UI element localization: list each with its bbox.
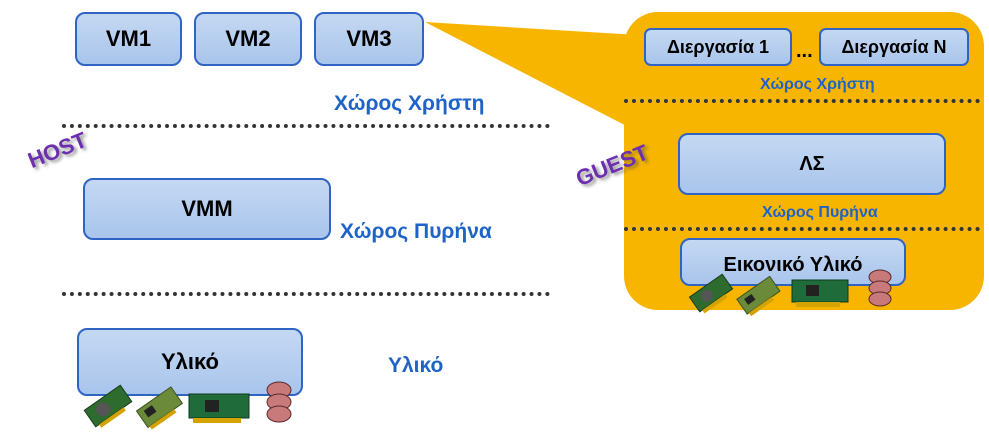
os-box[interactable]: ΛΣ — [678, 133, 946, 195]
network-card-icon — [736, 276, 781, 316]
vm2-box[interactable]: VM2 — [194, 12, 302, 66]
guest-kernel-space-label: Χώρος Πυρήνα — [762, 204, 878, 221]
vm3-box[interactable]: VM3 — [314, 12, 424, 66]
vm1-box[interactable]: VM1 — [75, 12, 182, 66]
pcie-card-icon — [791, 279, 849, 307]
guest-user-kernel-divider — [624, 99, 980, 103]
guest-user-space-label: Χώρος Χρήστη — [760, 76, 875, 93]
process-ellipsis: ... — [796, 40, 813, 62]
vmm-box[interactable]: VMM — [83, 178, 331, 240]
graphics-card-icon — [688, 273, 734, 314]
host-hardware-label: Υλικό — [388, 354, 444, 377]
host-kernel-hardware-divider — [62, 292, 550, 296]
disk-stack-icon — [868, 269, 892, 307]
host-user-kernel-divider — [62, 124, 550, 128]
host-kernel-space-label: Χώρος Πυρήνα — [340, 220, 492, 243]
pcie-card-icon — [188, 393, 250, 423]
disk-stack-icon — [266, 381, 292, 423]
process-n-box[interactable]: Διεργασία N — [819, 28, 969, 66]
process-1-box[interactable]: Διεργασία 1 — [644, 28, 792, 66]
graphics-card-icon — [83, 384, 133, 428]
host-user-space-label: Χώρος Χρήστη — [334, 92, 485, 115]
guest-kernel-hardware-divider — [624, 227, 980, 231]
hardware-box[interactable]: Υλικό — [77, 328, 303, 396]
network-card-icon — [135, 386, 184, 430]
